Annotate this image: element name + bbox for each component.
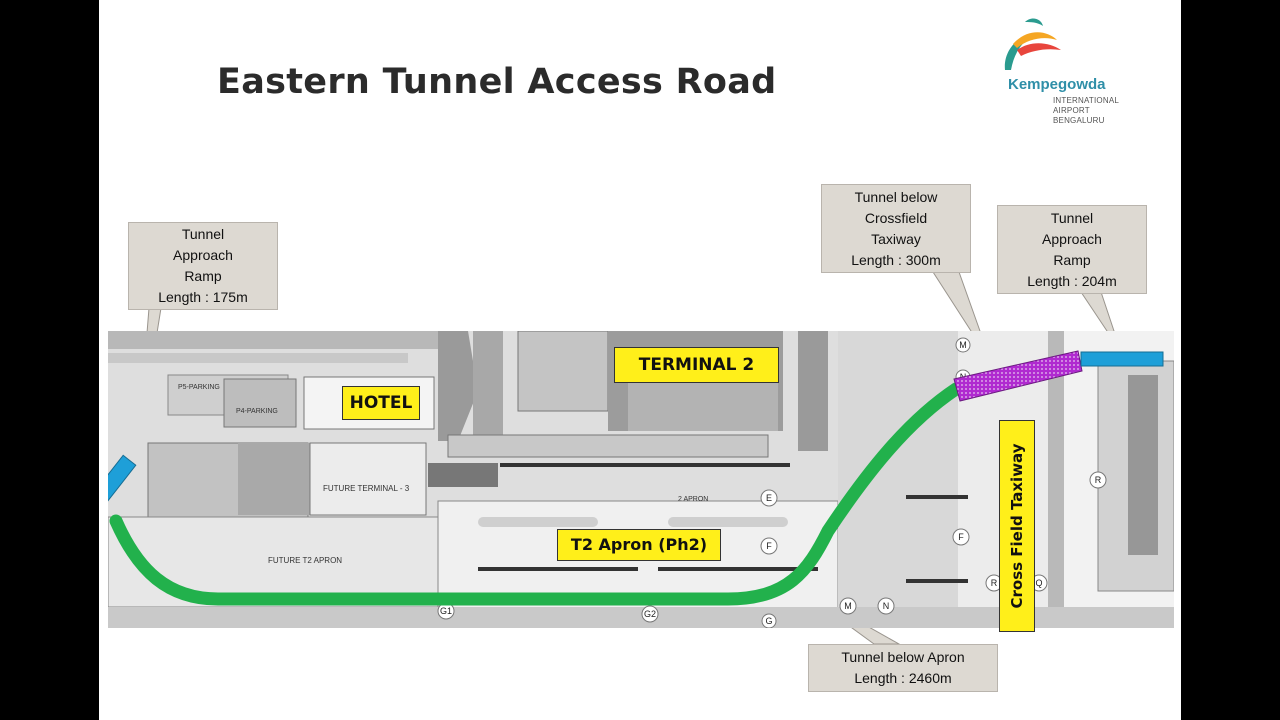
future-apron-label: FUTURE T2 APRON: [268, 556, 342, 565]
callout-line: Length : 300m: [851, 251, 941, 268]
slide-title: Eastern Tunnel Access Road: [217, 62, 777, 102]
taxiway-marker: F: [958, 532, 964, 542]
taxiway-marker: M: [844, 601, 852, 611]
taxiway-marker: R: [991, 578, 998, 588]
callout-line: Length : 204m: [1027, 272, 1117, 289]
west-tunnel-ramp: [108, 454, 137, 509]
p4-parking-label: P4-PARKING: [236, 408, 278, 415]
taxiway-marker: N: [883, 601, 890, 611]
callout-line: Ramp: [184, 268, 222, 284]
callout-crossfield-tunnel: Tunnel below Crossfield Taxiway Length :…: [821, 184, 971, 273]
presentation-slide: Eastern Tunnel Access Road Kempegowda IN…: [99, 0, 1181, 720]
taxiway-marker: G: [765, 616, 772, 626]
airport-site-plan: P5-PARKING P4-PARKING FUTURE TERMINAL - …: [108, 331, 1174, 628]
taxiway-marker: G2: [644, 609, 656, 619]
taxiway-marker: M: [959, 340, 967, 350]
kempegowda-logo-mark-icon: [1004, 18, 1061, 70]
apron2-label: 2 APRON: [678, 496, 708, 503]
logo-subtitle-line: INTERNATIONAL: [1053, 96, 1120, 105]
taxiway-marker: R: [1095, 475, 1102, 485]
callout-line: Approach: [1042, 230, 1102, 247]
crossfield-taxiway-text: Cross Field Taxiway: [1008, 443, 1026, 609]
callout-line: Tunnel: [181, 226, 225, 242]
callout-line: Crossfield: [864, 209, 928, 226]
hotel-label: HOTEL: [342, 386, 420, 420]
callout-line: Ramp: [1053, 251, 1091, 268]
future-terminal-label: FUTURE TERMINAL - 3: [323, 484, 410, 493]
east-tunnel-ramp: [1080, 351, 1164, 367]
taxiway-marker: F: [766, 541, 772, 551]
terminal2-label: TERMINAL 2: [614, 347, 779, 383]
taxiway-marker: G1: [440, 606, 452, 616]
logo-name: Kempegowda: [1008, 76, 1106, 93]
callout-apron-tunnel: Tunnel below Apron Length : 2460m: [808, 644, 998, 692]
crossfield-taxiway-label: Cross Field Taxiway: [999, 420, 1035, 632]
t2-apron-label: T2 Apron (Ph2): [557, 529, 721, 561]
logo-subtitle-line: AIRPORT: [1053, 106, 1090, 115]
taxiway-marker: E: [766, 493, 772, 503]
callout-east-ramp: Tunnel Approach Ramp Length : 204m: [997, 205, 1147, 294]
taxiway-marker: Q: [1035, 578, 1042, 588]
callout-west-ramp: Tunnel Approach Ramp Length : 175m: [128, 222, 278, 310]
callout-line: Tunnel below Apron: [841, 649, 965, 665]
callout-line: Length : 2460m: [854, 670, 952, 686]
callout-line: Approach: [173, 247, 233, 263]
airport-logo: Kempegowda INTERNATIONAL AIRPORT BENGALU…: [997, 14, 1147, 129]
crossfield-tunnel-segment: [953, 350, 1083, 402]
callout-line: Taxiway: [871, 230, 921, 247]
callout-line: Length : 175m: [158, 289, 248, 305]
p5-parking-label: P5-PARKING: [178, 384, 220, 391]
callout-line: Tunnel: [1050, 209, 1094, 226]
callout-line: Tunnel below: [854, 188, 938, 205]
tunnel-road-route: [109, 382, 963, 606]
logo-subtitle-line: BENGALURU: [1053, 116, 1105, 125]
